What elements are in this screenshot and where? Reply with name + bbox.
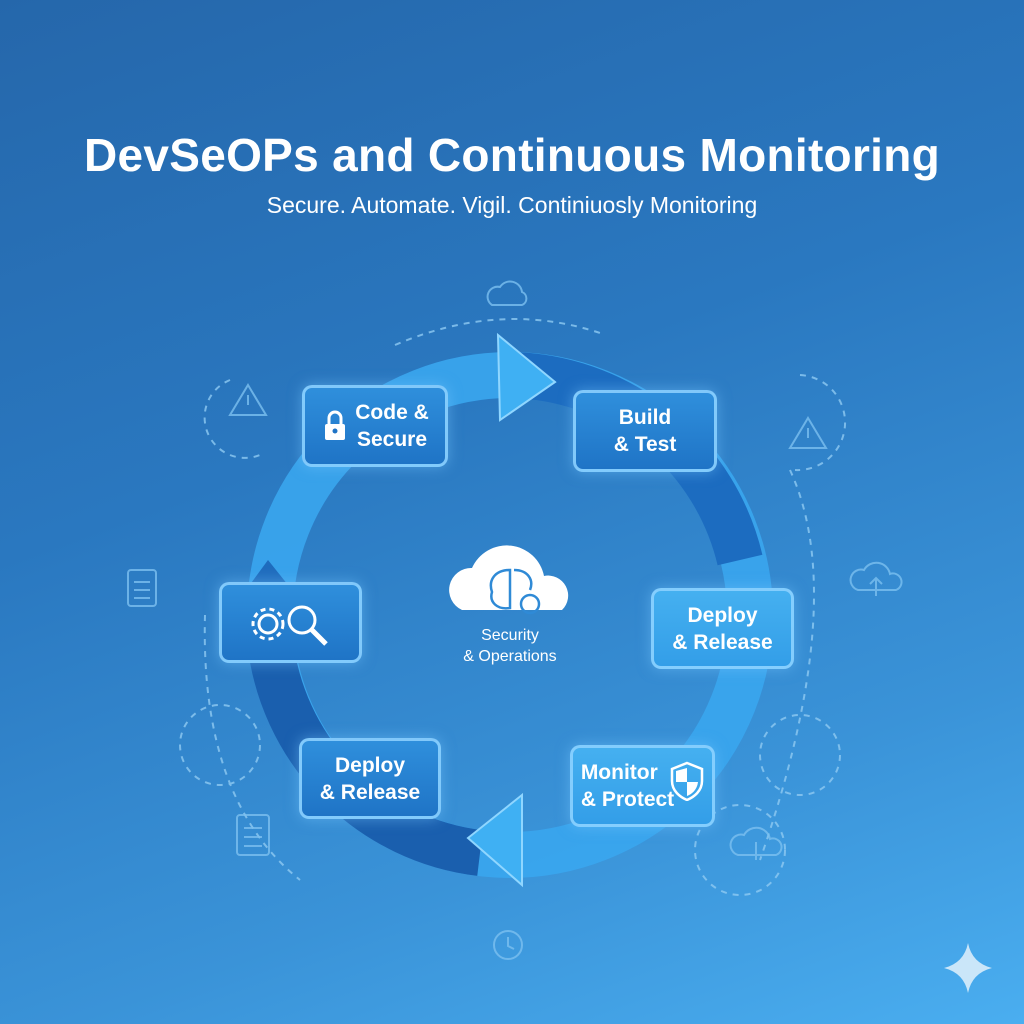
- arrow-head-top: [496, 332, 557, 422]
- sparkle-icon: [944, 943, 992, 993]
- step-deploy-release-left[interactable]: Deploy & Release: [299, 738, 441, 819]
- dashed-circle-right: [759, 714, 841, 796]
- step-build-test[interactable]: Build & Test: [573, 390, 717, 472]
- step-label-line1: Monitor: [580, 761, 658, 784]
- step-code-secure[interactable]: Code & Secure: [302, 385, 448, 467]
- clipboard-icon-bottom: [236, 814, 270, 856]
- dashed-circle-left: [179, 704, 261, 786]
- step-deploy-release-right[interactable]: Deploy & Release: [651, 588, 794, 669]
- gear-search-icon: [251, 605, 328, 646]
- center-label-line1: Security: [481, 627, 539, 644]
- clipboard-icon-left: [127, 569, 157, 607]
- dashed-arc-top: [394, 318, 601, 346]
- step-label-line1: Build: [618, 406, 672, 429]
- warning-icon-right: [788, 416, 828, 449]
- step-label-line2: & Test: [613, 433, 677, 456]
- dashed-arc-topleft: [203, 379, 261, 459]
- brain-icon: [489, 568, 533, 610]
- search-icon: [287, 605, 316, 634]
- step-label-line2: Secure: [356, 428, 428, 451]
- step-label-line1: Deploy: [687, 603, 758, 627]
- clock-icon: [493, 930, 523, 960]
- page-subtitle: Secure. Automate. Vigil. Continiuosly Mo…: [266, 192, 758, 218]
- dashed-arc-left: [203, 614, 301, 881]
- warning-icon-left: [228, 383, 268, 416]
- dashed-arc-right: [759, 469, 815, 861]
- center-label: Security & Operations: [430, 625, 590, 667]
- shield-icon: [670, 761, 704, 801]
- lock-icon: [325, 410, 346, 440]
- step-monitor-protect[interactable]: Monitor & Protect: [570, 745, 715, 827]
- page-title: DevSeOPs and Continuous Monitoring: [83, 129, 941, 181]
- step-analyze[interactable]: [219, 582, 362, 663]
- step-label-line2: & Protect: [580, 788, 675, 811]
- step-label-line2: & Release: [319, 780, 421, 804]
- arrow-head-bottom: [466, 792, 523, 888]
- cloud-upload-icon: [849, 561, 903, 596]
- gear-icon: [257, 613, 278, 634]
- step-label-line1: Code &: [355, 401, 429, 424]
- cloud-sync-icon: [486, 280, 528, 306]
- security-cloud-icon: [449, 545, 569, 615]
- cloud-download-icon: [729, 826, 783, 860]
- dashed-arc-topright: [794, 374, 847, 472]
- dashed-circle-bottomright: [694, 804, 786, 896]
- step-label-line1: Deploy: [334, 753, 405, 777]
- gear-icon: [519, 593, 541, 615]
- step-label-line2: & Release: [672, 630, 773, 654]
- center-label-line2: & Operations: [463, 648, 557, 665]
